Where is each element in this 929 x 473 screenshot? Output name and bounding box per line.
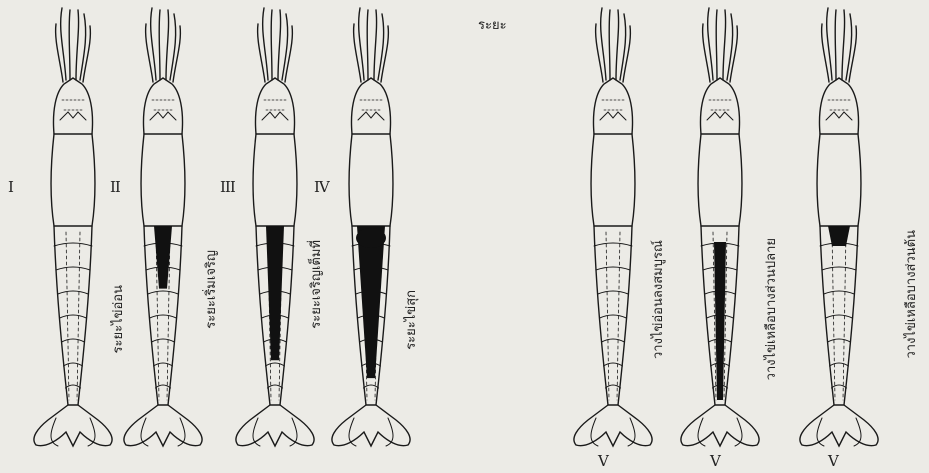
top-label: ระยะ xyxy=(478,14,507,35)
shrimp-stage-3 xyxy=(220,0,330,473)
spent-caption-3: วางไข่เหลือบางส่วนต้น xyxy=(905,230,919,359)
spent-numeral-1: V xyxy=(598,452,608,470)
stage-caption-4: ระยะไข่สุก xyxy=(405,290,419,350)
spent-numeral-3: V xyxy=(828,452,838,470)
stage-numeral-3: III xyxy=(220,178,235,196)
stage-caption-2: ระยะเริ่มเจริญ xyxy=(205,250,219,329)
ovary-head-fill xyxy=(356,228,386,248)
spent-caption-2: วางไข่เหลือบางส่วนปลาย xyxy=(765,238,779,380)
shrimp-stage-4 xyxy=(316,0,426,473)
shrimp-spent-2 xyxy=(665,0,775,473)
ovary-fill xyxy=(154,226,172,289)
shrimp-spent-1 xyxy=(558,0,668,473)
stage-numeral-1: I xyxy=(8,178,13,196)
stage-numeral-4: IV xyxy=(314,178,329,196)
spent-caption-1: วางไข่อ่อนลงสมบูรณ์ xyxy=(652,240,666,359)
stage-numeral-2: II xyxy=(110,178,120,196)
shrimp-spent-3 xyxy=(784,0,894,473)
spent-numeral-2: V xyxy=(710,452,720,470)
shrimp-stage-2 xyxy=(108,0,218,473)
